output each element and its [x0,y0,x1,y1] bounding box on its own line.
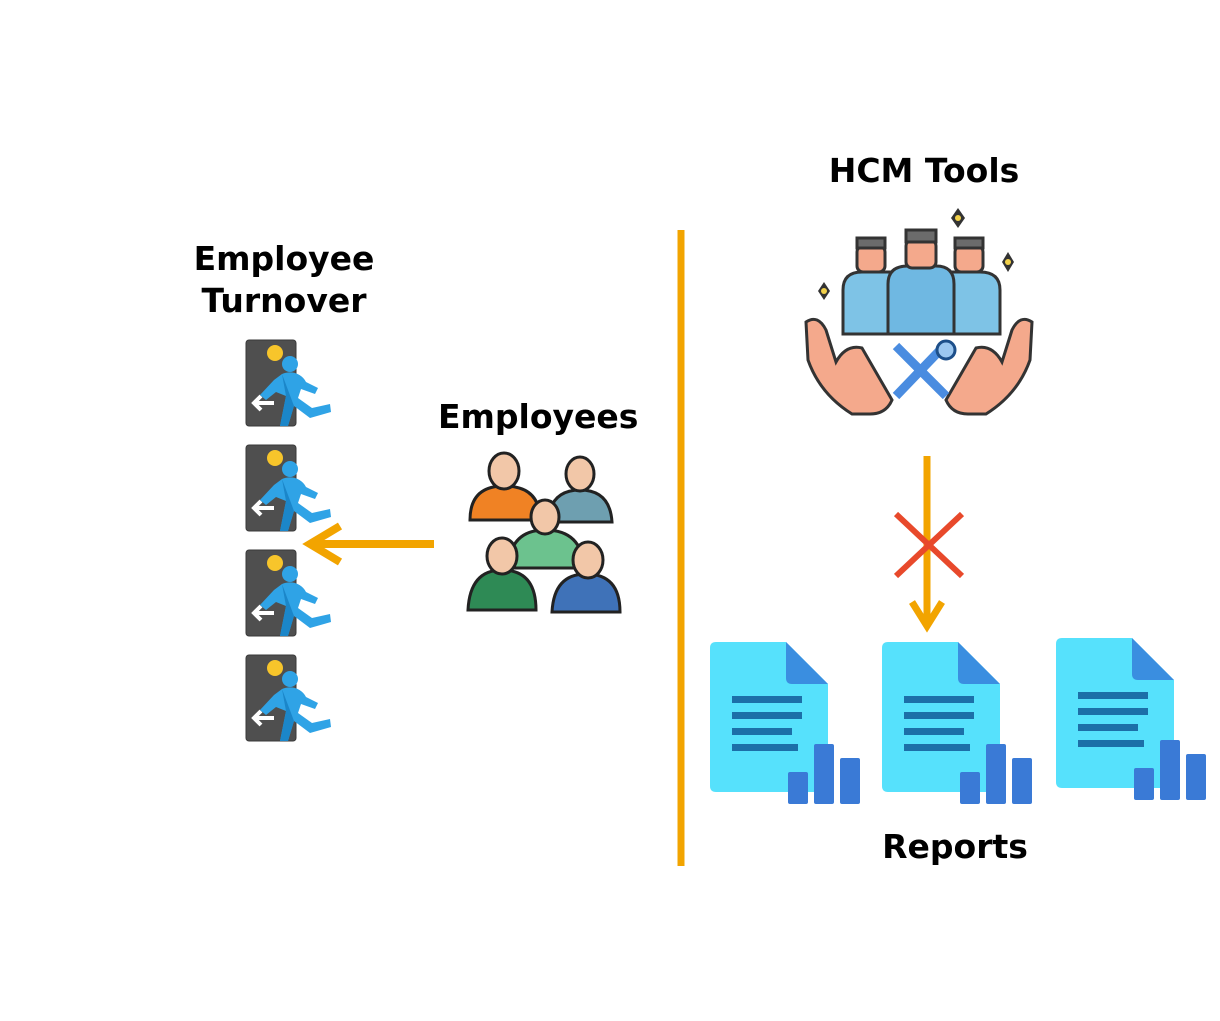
turnover-arrow [302,522,434,566]
employees-title: Employees [438,397,639,436]
employee-turnover-line1: Employee [193,239,375,278]
employee-turnover-title: Employee Turnover [184,238,384,322]
hands-team-tools-icon [804,208,1034,416]
group-people-icon [466,451,622,614]
cross-mark-icon [893,511,965,579]
reports-title: Reports [882,827,1028,866]
exit-runner-icon [244,548,333,638]
report-document-icon [1056,638,1206,800]
exit-runner-icon [244,338,333,428]
exit-runner-icon [244,443,333,533]
exit-runner-icon [244,653,333,743]
hcm-tools-title: HCM Tools [828,151,1020,190]
employee-turnover-line2: Turnover [201,281,367,320]
report-document-icon [882,642,1032,804]
report-document-icon [710,642,860,804]
